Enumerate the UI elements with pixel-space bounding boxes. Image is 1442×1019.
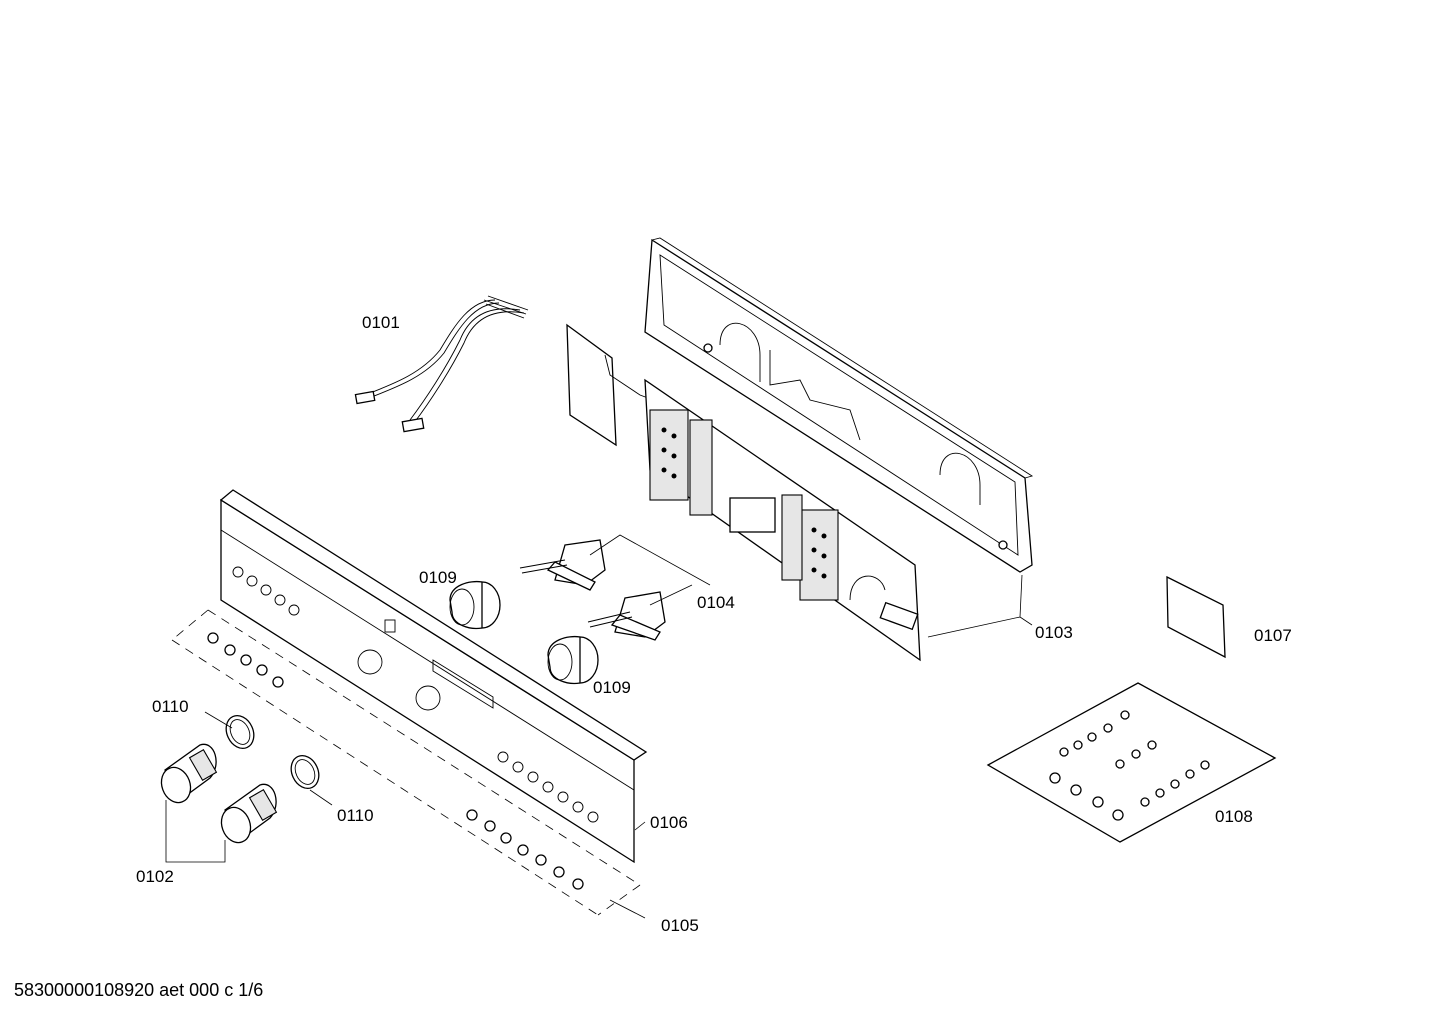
ring-0110-lower[interactable]	[286, 751, 324, 793]
drawing-reference-footer: 58300000108920 aet 000 c 1/6	[14, 980, 264, 1000]
switch-0104-lower[interactable]	[587, 591, 666, 641]
label-0107: 0107	[1254, 626, 1292, 645]
knob-holder-0109-upper[interactable]	[449, 580, 501, 630]
label-0109-lower: 0109	[593, 678, 631, 697]
label-0101: 0101	[362, 313, 400, 332]
fascia-panel-0106[interactable]	[219, 489, 648, 864]
label-0110-lower: 0110	[337, 806, 374, 825]
button-set-0105[interactable]	[171, 609, 641, 916]
knob-0102-upper[interactable]	[157, 743, 218, 806]
label-0106: 0106	[650, 813, 688, 832]
label-0109-upper: 0109	[419, 568, 457, 587]
leader-lines	[165, 534, 1033, 919]
wiring-harness-0101[interactable]	[354, 295, 529, 433]
label-0102: 0102	[136, 867, 174, 886]
screw-bag-0108[interactable]	[986, 682, 1277, 843]
label-0110-upper: 0110	[152, 697, 189, 716]
knob-holder-0109-lower[interactable]	[547, 635, 599, 685]
ring-0110-upper[interactable]	[221, 711, 259, 753]
label-0105: 0105	[661, 916, 699, 935]
circuit-board-0103[interactable]	[566, 323, 921, 662]
control-frame-0103[interactable]	[644, 237, 1034, 573]
label-0103: 0103	[1035, 623, 1073, 642]
label-0104: 0104	[697, 593, 735, 612]
knob-0102-lower[interactable]	[217, 783, 278, 846]
label-0108: 0108	[1215, 807, 1253, 826]
card-0107[interactable]	[1166, 575, 1226, 659]
switch-0104-upper[interactable]	[519, 539, 606, 591]
